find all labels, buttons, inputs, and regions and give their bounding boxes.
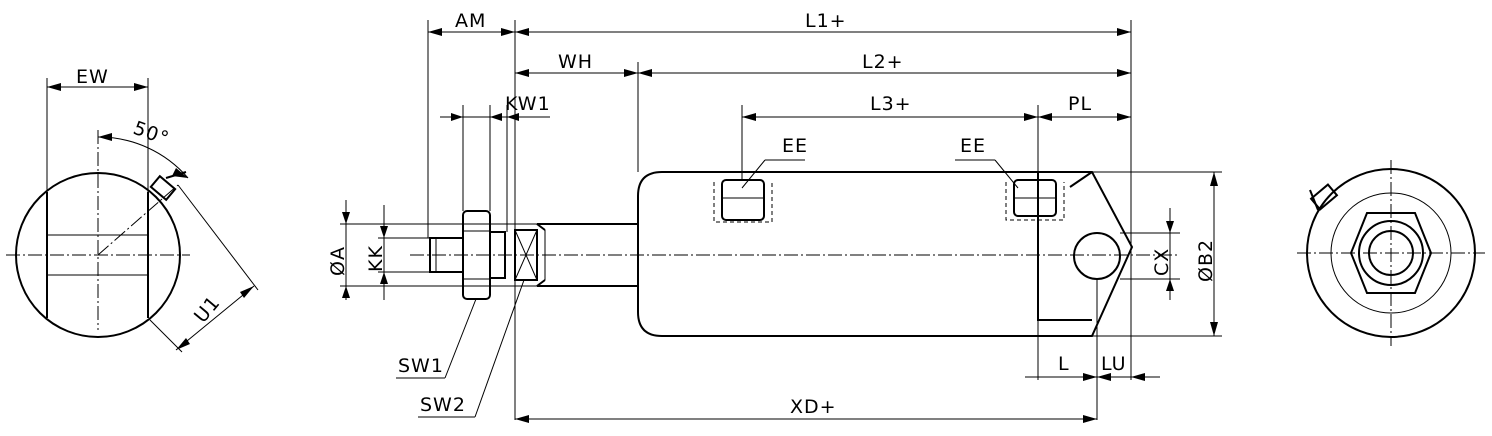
L3-label: L3+ — [870, 93, 912, 115]
L1-label: L1+ — [805, 10, 847, 32]
right-end-view — [1297, 160, 1485, 346]
port-EE-left — [713, 179, 773, 223]
EE-left-label: EE — [782, 135, 808, 157]
main-side-view: AM L1+ WH L2+ KW1 L3+ PL — [327, 10, 1222, 423]
WH-label: WH — [558, 51, 593, 73]
LU-label: LU — [1101, 353, 1127, 375]
AM-label: AM — [455, 10, 486, 32]
KK-label: KK — [365, 245, 387, 272]
CX-label: CX — [1151, 248, 1173, 276]
L-label: L — [1058, 353, 1070, 375]
rear-clevis — [1037, 172, 1092, 321]
B2-label: ØB2 — [1195, 239, 1217, 282]
PL-label: PL — [1068, 93, 1092, 115]
EE-right-label: EE — [960, 135, 986, 157]
SW2-label: SW2 — [420, 394, 466, 416]
XD-label: XD+ — [790, 396, 837, 418]
left-end-view: EW 50° U1 — [6, 66, 259, 353]
cylinder-body — [637, 171, 1134, 337]
L2-label: L2+ — [862, 51, 904, 73]
SW1-label: SW1 — [398, 355, 444, 377]
port-EE-right — [1005, 179, 1065, 221]
EW-label: EW — [76, 66, 109, 88]
A-label: ØA — [327, 246, 349, 276]
angle-label: 50° — [130, 117, 172, 150]
clevis-pin-hole — [1073, 232, 1121, 280]
U1-label: U1 — [190, 292, 225, 328]
U1-dimension-line — [175, 285, 255, 351]
KW1-label: KW1 — [505, 93, 551, 115]
piston-rod — [536, 223, 638, 287]
right-view-port-fitting — [1309, 183, 1339, 211]
